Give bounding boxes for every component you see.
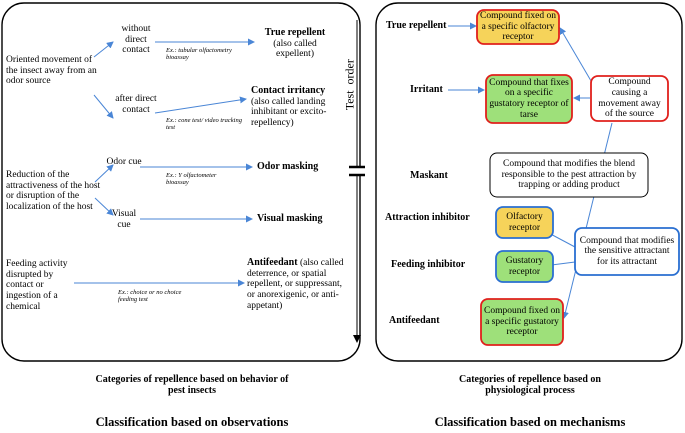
right-panel <box>375 2 683 362</box>
result-antifeedant: Antifeedant (also called deterrence, or … <box>247 257 347 311</box>
result-odor-masking: Odor masking <box>257 161 319 172</box>
box-gustatory-tarse <box>485 74 573 124</box>
box-gustatory-receptor-text: Gustatory receptor <box>505 255 544 277</box>
branch-without-contact: without direct contact <box>121 24 151 56</box>
example-tubular-olfactometry: Ex.: tubular olfactometry bioassay <box>166 47 232 62</box>
box-gustatory-receptor <box>495 250 554 283</box>
box-modifies-sensitive-text: Compound that modifies the sensitive att… <box>579 235 675 267</box>
box-olfactory-fixed <box>476 9 560 45</box>
source-reduction: Reduction of the attractiveness of the h… <box>6 170 101 212</box>
box-modifies-blend <box>489 152 649 198</box>
contact-irritancy-note: (also called landing inhibitant or excit… <box>251 96 327 128</box>
box-gustatory-tarse-text: Compound that fixes on a specific gustat… <box>489 77 569 120</box>
source-oriented-movement: Oriented movement of the insect away fro… <box>6 55 97 87</box>
caption-right-classification: Classification based on mechanisms <box>434 415 626 429</box>
label-feeding-inhibitor: Feeding inhibitor <box>391 259 466 270</box>
box-modifies-sensitive <box>574 227 680 276</box>
branch-visual-cue: Visual cue <box>111 209 137 230</box>
label-irritant: Irritant <box>410 84 443 95</box>
test-order-label: Test order <box>342 59 357 111</box>
caption-left-categories: Categories of repellence based on behavi… <box>95 374 289 397</box>
result-true-repellent: True repellent (also called expellent) <box>255 27 335 60</box>
example-choice-feeding: Ex.: choice or no choice feeding test <box>118 289 182 304</box>
antifeedant-title: Antifeedant <box>247 257 298 268</box>
label-attraction-inhibitor: Attraction inhibitor <box>385 212 470 223</box>
box-olfactory-receptor <box>495 206 554 239</box>
caption-left-classification: Classification based on observations <box>95 415 289 429</box>
label-antifeedant: Antifeedant <box>389 315 440 326</box>
true-repellent-title: True repellent <box>264 27 326 38</box>
box-gustatory-fixed-text: Compound fixed on a specific gustatory r… <box>484 306 560 338</box>
box-modifies-blend-text: Compound that modifies the blend respons… <box>501 159 637 191</box>
result-visual-masking: Visual masking <box>257 213 323 224</box>
axis-break-mark <box>349 166 365 176</box>
branch-after-contact: after direct contact <box>115 94 157 115</box>
box-movement-away-text: Compound causing a movement away of the … <box>598 77 661 120</box>
source-feeding-activity: Feeding activity disrupted by contact or… <box>6 259 68 312</box>
left-arrows <box>74 38 255 287</box>
label-maskant: Maskant <box>410 170 448 181</box>
result-contact-irritancy: Contact irritancy (also called landing i… <box>251 85 347 129</box>
left-panel <box>1 2 361 362</box>
box-gustatory-fixed <box>480 298 564 346</box>
contact-irritancy-title: Contact irritancy <box>251 85 326 96</box>
box-olfactory-fixed-text: Compound fixed on a specific olfactory r… <box>480 11 556 43</box>
caption-right-categories: Categories of repellence based on physio… <box>458 374 601 397</box>
true-repellent-note: (also called expellent) <box>273 38 317 60</box>
example-cone-test: Ex.: cone test/ video tracking test <box>166 117 242 132</box>
example-y-olfactometer: Ex.: Y olfactometer bioassay <box>166 172 217 187</box>
box-olfactory-receptor-text: Olfactory receptor <box>506 211 543 233</box>
branch-odor-cue: Odor cue <box>106 157 142 167</box>
box-movement-away <box>590 75 669 122</box>
antifeedant-note: (also called deterrence, or spatial repe… <box>247 258 344 311</box>
label-true-repellent: True repellent <box>386 20 447 31</box>
